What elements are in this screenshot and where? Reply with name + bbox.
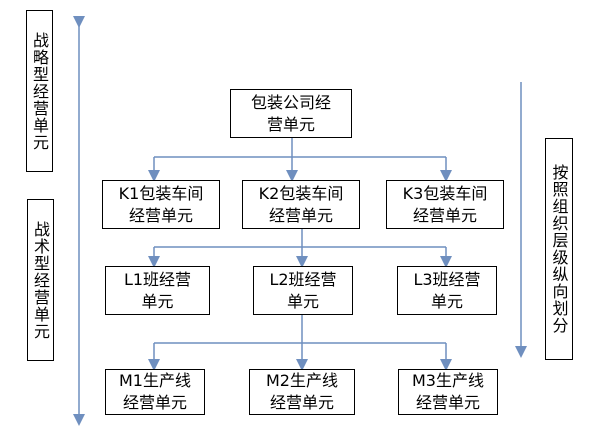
node-k2-workshop: K2包装车间 经营单元 xyxy=(242,180,360,229)
k2-to-l-connector xyxy=(148,229,452,268)
node-l3-team: L3班经营 单元 xyxy=(397,266,497,315)
node-text-line2: 经营单元 xyxy=(122,393,187,412)
node-l1-team: L1班经营 单元 xyxy=(105,266,210,315)
node-k1-workshop: K1包装车间 经营单元 xyxy=(102,180,220,229)
node-text-line2: 经营单元 xyxy=(269,393,334,412)
node-text-line1: K1包装车间 xyxy=(118,183,204,203)
node-text-line2: 经营单元 xyxy=(415,393,480,412)
l2-to-m-connector xyxy=(148,315,452,371)
node-k3-workshop: K3包装车间 经营单元 xyxy=(386,180,504,229)
node-text-line1: M1生产线 xyxy=(119,371,191,390)
vertical-division-text: 按照组织层级纵向划分 xyxy=(549,164,569,334)
node-text-line2: 单元 xyxy=(141,291,174,311)
vertical-division-label: 按照组织层级纵向划分 xyxy=(545,138,573,360)
node-text-line2: 单元 xyxy=(286,291,319,311)
node-text-line1: M2生产线 xyxy=(266,371,338,390)
node-text-line1: L2班经营 xyxy=(269,269,337,289)
node-m1-line: M1生产线 经营单元 xyxy=(105,369,205,415)
tactical-unit-label: 战术型经营单元 xyxy=(27,199,54,361)
strategic-unit-label: 战略型经营单元 xyxy=(26,10,53,172)
node-text-line1: L3班经营 xyxy=(413,269,481,289)
node-m3-line: M3生产线 经营单元 xyxy=(398,369,498,415)
node-text-line2: 营单元 xyxy=(266,114,315,134)
node-text-line2: 经营单元 xyxy=(128,205,193,225)
node-text-line1: K3包装车间 xyxy=(402,183,488,203)
node-text-line2: 单元 xyxy=(430,291,463,311)
node-text-line1: K2包装车间 xyxy=(258,183,344,203)
node-packaging-company: 包装公司经 营单元 xyxy=(230,89,352,138)
root-to-k-connector xyxy=(148,138,452,182)
node-text-line1: 包装公司经 xyxy=(250,92,331,112)
node-l2-team: L2班经营 单元 xyxy=(253,266,353,315)
node-text-line1: L1班经营 xyxy=(123,269,192,289)
node-text-line2: 经营单元 xyxy=(412,205,477,225)
strategic-unit-text: 战略型经营单元 xyxy=(30,31,49,151)
tactical-unit-text: 战术型经营单元 xyxy=(31,220,50,340)
node-m2-line: M2生产线 经营单元 xyxy=(249,369,355,415)
node-text-line2: 经营单元 xyxy=(268,205,333,225)
node-text-line1: M3生产线 xyxy=(412,371,484,390)
